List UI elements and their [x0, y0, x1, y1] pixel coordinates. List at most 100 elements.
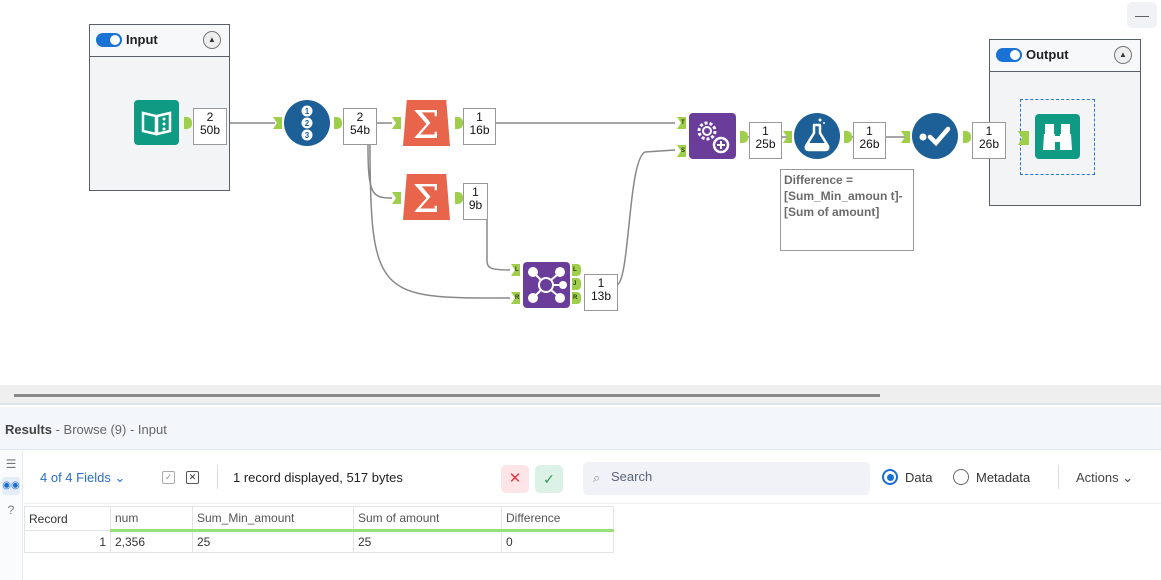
output-anchor[interactable]: [963, 131, 971, 143]
output-anchor[interactable]: [184, 117, 192, 129]
results-header: Results - Browse (9) - Input: [0, 407, 1161, 450]
output-anchor[interactable]: [455, 117, 463, 129]
book-icon: [141, 111, 172, 136]
binoculars-icon[interactable]: ◉◉: [2, 477, 20, 495]
cell-num[interactable]: 2,356: [110, 530, 193, 553]
svg-text:Σ: Σ: [413, 103, 440, 146]
help-icon[interactable]: ?: [7, 503, 15, 517]
search-input[interactable]: [611, 469, 851, 484]
input-anchor[interactable]: [392, 117, 401, 129]
cancel-button[interactable]: ✕: [501, 465, 529, 493]
output-anchor[interactable]: [455, 192, 463, 204]
collapse-icon[interactable]: ▲: [1114, 46, 1132, 64]
input-anchor[interactable]: [1018, 131, 1029, 145]
fields-dropdown[interactable]: 4 of 4 Fields ⌄: [40, 470, 126, 485]
cell-sum-min-amount[interactable]: 25: [192, 530, 354, 553]
cell-difference[interactable]: 0: [501, 530, 614, 553]
actions-dropdown[interactable]: Actions ⌄: [1076, 470, 1134, 485]
tool-select[interactable]: [912, 113, 958, 159]
container-toggle[interactable]: [96, 33, 122, 47]
input-anchor[interactable]: [392, 192, 401, 204]
selection-box: [1020, 99, 1095, 175]
tool-join[interactable]: [523, 262, 570, 308]
chevron-down-icon: ⌄: [1122, 470, 1134, 485]
container-input[interactable]: Input ▲: [89, 24, 230, 191]
results-table: Record num Sum_Min_amount Sum of amount …: [24, 506, 614, 553]
results-sidebar: ☰ ◉◉ ?: [0, 451, 23, 580]
wire-join-append: [616, 149, 676, 286]
list-icon[interactable]: ☰: [5, 457, 17, 471]
collapse-icon[interactable]: ▲: [203, 31, 221, 49]
wire-recordid-join-r: [369, 144, 511, 299]
divider: [1058, 465, 1059, 489]
column-header[interactable]: Difference: [501, 506, 614, 532]
cell-record[interactable]: 1: [24, 530, 111, 553]
tool-record-id[interactable]: 1 2 3: [284, 100, 330, 146]
binoculars-icon: [1043, 124, 1072, 150]
container-header: Output ▲: [990, 40, 1140, 72]
container-toggle[interactable]: [996, 48, 1022, 62]
formula-annotation: Difference = [Sum_Min_amoun t]-[Sum of a…: [780, 169, 914, 251]
column-header[interactable]: Record: [24, 506, 111, 531]
join-right-output-anchor[interactable]: R: [572, 292, 581, 304]
column-header[interactable]: num: [110, 506, 193, 532]
append-target-anchor[interactable]: T: [677, 117, 686, 129]
input-anchor[interactable]: [273, 117, 282, 129]
container-header: Input ▲: [90, 25, 229, 57]
tool-input-data[interactable]: [134, 100, 179, 145]
output-anchor[interactable]: [844, 131, 852, 143]
apply-button[interactable]: ✓: [535, 465, 563, 493]
chevron-down-icon: ⌄: [114, 470, 126, 485]
gears-icon: [697, 121, 730, 154]
deselect-all-icon[interactable]: ✕: [186, 471, 199, 484]
tool-append-fields[interactable]: [689, 113, 736, 159]
join-left-output-anchor[interactable]: L: [572, 264, 581, 276]
svg-text:2: 2: [305, 119, 310, 128]
container-title: Input: [126, 32, 158, 47]
wire-recordid-sum2: [367, 144, 393, 199]
splitter-scrollbar[interactable]: [14, 394, 880, 397]
output-anchor[interactable]: [334, 117, 342, 129]
append-source-anchor[interactable]: S: [677, 145, 686, 157]
select-all-icon[interactable]: ✓: [162, 471, 175, 484]
svg-text:1: 1: [305, 107, 310, 116]
sigma-icon: Σ: [413, 177, 440, 220]
table-row[interactable]: 1 2,356 25 25 0: [24, 530, 614, 553]
join-left-input-anchor[interactable]: L: [511, 264, 520, 276]
input-anchor[interactable]: [901, 131, 910, 143]
svg-text:3: 3: [305, 131, 310, 140]
radio-data[interactable]: [882, 469, 898, 485]
results-subtitle: - Browse (9) - Input: [51, 422, 167, 437]
column-header[interactable]: Sum of amount: [353, 506, 502, 532]
tool-summarize-1[interactable]: Σ: [403, 100, 450, 146]
column-header[interactable]: Sum_Min_amount: [192, 506, 354, 532]
radio-data-label[interactable]: Data: [905, 470, 933, 485]
minimize-button[interactable]: —: [1127, 2, 1157, 28]
search-icon: ⌕: [593, 470, 601, 485]
radio-metadata-label[interactable]: Metadata: [976, 470, 1031, 485]
tool-summarize-2[interactable]: Σ: [403, 174, 450, 220]
check-icon: [919, 126, 951, 147]
join-right-input-anchor[interactable]: R: [511, 292, 520, 304]
radio-metadata[interactable]: [953, 469, 969, 485]
connections: [228, 122, 1018, 299]
results-panel: Results - Browse (9) - Input ☰ ◉◉ ? 4 of…: [0, 407, 1161, 580]
tool-browse[interactable]: [1035, 114, 1080, 159]
join-icon: [528, 267, 567, 303]
results-toolbar: 4 of 4 Fields ⌄ ✓ ✕ 1 record displayed, …: [24, 451, 1161, 504]
sigma-icon: Σ: [413, 103, 440, 146]
output-anchor[interactable]: [740, 131, 748, 143]
panel-splitter[interactable]: [0, 385, 1161, 405]
cell-sum-of-amount[interactable]: 25: [353, 530, 502, 553]
numbered-list-icon: 1 2 3: [301, 105, 313, 141]
input-anchor[interactable]: [783, 131, 792, 143]
search-box: ⌕: [583, 462, 870, 495]
join-join-output-anchor[interactable]: J: [572, 278, 581, 290]
tool-formula[interactable]: [794, 113, 840, 159]
